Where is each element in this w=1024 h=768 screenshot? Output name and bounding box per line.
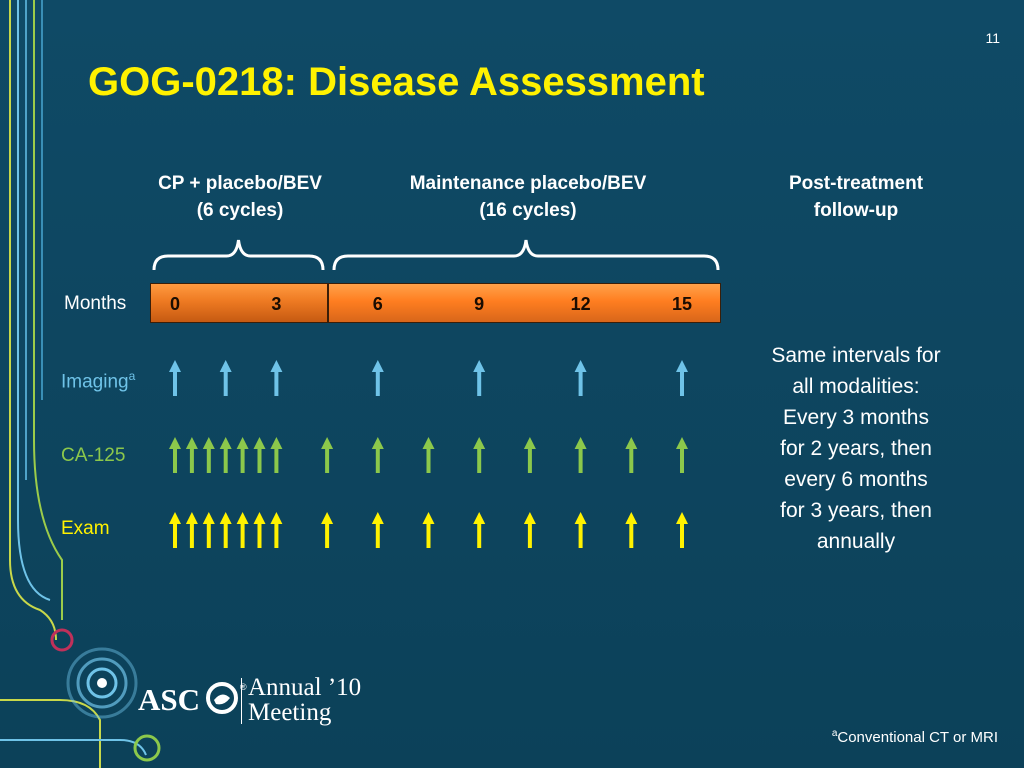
note-line: for 3 years, then <box>780 499 932 522</box>
note-line: Same intervals for <box>771 344 941 367</box>
ca125-arrow <box>270 437 283 473</box>
exam-arrow <box>253 512 266 548</box>
ca125-arrow <box>253 437 266 473</box>
imaging-arrow <box>676 360 688 396</box>
exam-arrow <box>676 512 688 548</box>
exam-arrow <box>202 512 215 548</box>
row-label-ca125: CA-125 <box>61 445 126 466</box>
timeline-tick-label: 3 <box>271 294 282 314</box>
row-label-months: Months <box>64 293 127 314</box>
imaging-arrow <box>473 360 486 396</box>
note-line: for 2 years, then <box>780 437 932 460</box>
row-label-imaging: Imaginga <box>61 369 135 393</box>
imaging-arrow <box>574 360 587 396</box>
exam-arrow <box>270 512 283 548</box>
ca125-arrow <box>321 437 334 473</box>
exam-arrow <box>185 512 198 548</box>
logo-divider <box>241 678 242 724</box>
meeting-label: Meeting <box>248 699 332 726</box>
note-line: all modalities: <box>792 375 920 398</box>
exam-arrow <box>219 512 232 548</box>
note-line: Every 3 months <box>783 406 929 429</box>
timeline-tick-label: 12 <box>570 294 591 314</box>
timeline-tick-label: 6 <box>372 294 383 314</box>
slide-title: GOG-0218: Disease Assessment <box>88 60 705 104</box>
footnote-text: Conventional CT or MRI <box>837 729 998 746</box>
ca125-arrow <box>185 437 198 473</box>
phase-cp-bev: CP + placebo/BEV (6 cycles) <box>120 170 360 224</box>
footnote-marker: a <box>831 728 838 739</box>
phase-label: CP + placebo/BEV <box>158 173 322 194</box>
exam-arrow <box>236 512 249 548</box>
ca125-arrow <box>523 437 536 473</box>
timeline-bar-maintenance <box>328 283 721 323</box>
annual-meeting-text: Annual ’10 Meeting <box>248 675 361 725</box>
imaging-footnote-marker: a <box>128 369 136 383</box>
asco-wordmark: ASC <box>138 682 201 717</box>
ca125-arrow <box>371 437 384 473</box>
imaging-arrow <box>169 360 181 396</box>
ca125-arrow <box>169 437 181 473</box>
ca125-arrow <box>574 437 587 473</box>
page-number: 11 <box>985 30 1000 46</box>
annual-label: Annual ’10 <box>248 674 362 701</box>
brace-maintenance <box>332 239 720 271</box>
imaging-arrow <box>371 360 384 396</box>
phase-maintenance: Maintenance placebo/BEV (16 cycles) <box>368 170 688 224</box>
phase-label: Maintenance placebo/BEV <box>409 173 647 194</box>
brace-cp-bev <box>152 239 325 271</box>
ca125-arrow <box>676 437 688 473</box>
phase-sublabel: (16 cycles) <box>479 200 577 221</box>
exam-arrow <box>625 512 638 548</box>
exam-arrow <box>523 512 536 548</box>
phase-label: Post-treatment <box>788 173 924 194</box>
exam-arrow <box>574 512 587 548</box>
phase-post-treatment: Post-treatment follow-up <box>746 170 966 224</box>
interval-note: Same intervals for all modalities: Every… <box>738 340 974 557</box>
ca125-arrow <box>473 437 486 473</box>
ca125-arrow <box>236 437 249 473</box>
exam-arrow <box>473 512 486 548</box>
exam-arrow <box>422 512 435 548</box>
exam-arrow <box>321 512 334 548</box>
exam-arrow <box>169 512 181 548</box>
timeline-bar-treatment <box>150 283 328 323</box>
exam-arrow <box>371 512 384 548</box>
timeline-tick-label: 0 <box>169 294 181 314</box>
imaging-arrow <box>270 360 283 396</box>
ca125-arrow <box>202 437 215 473</box>
note-line: every 6 months <box>784 468 928 491</box>
note-line: annually <box>816 530 896 553</box>
phase-sublabel: (6 cycles) <box>196 200 284 221</box>
ca125-arrow <box>219 437 232 473</box>
footnote: aConventional CT or MRI <box>832 728 998 746</box>
row-label-exam: Exam <box>61 518 110 539</box>
asco-globe-icon <box>206 682 238 714</box>
imaging-label-text: Imaging <box>61 371 129 393</box>
timeline-tick-label: 15 <box>671 294 693 314</box>
phase-sublabel: follow-up <box>813 200 899 221</box>
timeline-tick-label: 9 <box>474 294 485 314</box>
ca125-arrow <box>625 437 638 473</box>
ca125-arrow <box>422 437 435 473</box>
registered-mark: ® <box>240 682 247 692</box>
imaging-arrow <box>219 360 232 396</box>
